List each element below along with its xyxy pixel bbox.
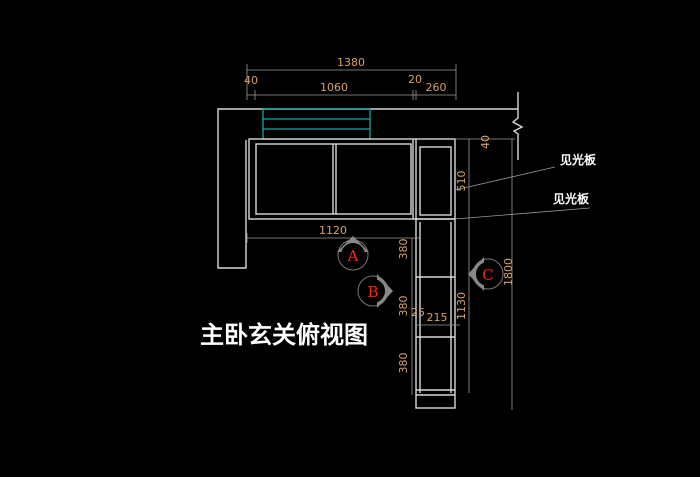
dim-upper-depth: 510 (455, 171, 468, 192)
svg-text:B: B (367, 283, 378, 301)
dim-cabinet-width: 1120 (319, 224, 347, 237)
svg-text:A: A (347, 247, 359, 265)
dimension-lines (246, 64, 591, 410)
dim-column-width: 215 (427, 311, 448, 324)
view-marker-b: B (357, 274, 393, 308)
leader-label-exposed-panel-1: 见光板 (560, 152, 597, 167)
dim-side-thickness: 25 (411, 306, 425, 319)
glass-panel (262, 108, 371, 140)
dim-overall-width: 1380 (337, 56, 365, 69)
dim-top-offset: 40 (479, 135, 492, 149)
dim-side-width: 260 (426, 81, 447, 94)
column-cabinet (415, 218, 456, 409)
view-marker-a: A (337, 236, 369, 271)
upper-cabinet (248, 138, 515, 220)
dim-shelf-1: 380 (397, 239, 410, 260)
dim-inner-width: 1060 (320, 81, 348, 94)
svg-text:C: C (482, 266, 493, 284)
dim-total-height: 1800 (502, 258, 515, 286)
drawing-title: 主卧玄关俯视图 (200, 321, 368, 349)
dim-shelf-2: 380 (397, 296, 410, 317)
view-marker-c: C (468, 257, 504, 291)
dim-shelf-3: 380 (397, 353, 410, 374)
dim-column-height: 1130 (455, 292, 468, 320)
dim-left-gap: 40 (244, 74, 258, 87)
dim-gap-right: 20 (408, 73, 422, 86)
leader-label-exposed-panel-2: 见光板 (553, 191, 590, 206)
